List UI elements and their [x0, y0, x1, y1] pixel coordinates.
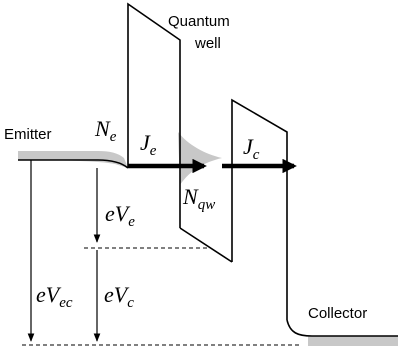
reference-lines: [22, 247, 300, 346]
quantum-well-label-line2: well: [194, 35, 221, 52]
Jc-label: Jc: [243, 134, 260, 163]
eVe-sub: e: [128, 214, 135, 230]
Je-base: J: [140, 130, 151, 155]
Ne-sub: e: [110, 129, 117, 145]
emitter-label: Emitter: [4, 126, 52, 143]
eVc-base: eV: [104, 282, 130, 307]
second-barrier: [231, 98, 288, 320]
collector-band: [286, 319, 398, 337]
energy-arrows: [27, 160, 101, 342]
eVc-label: eVc: [104, 282, 134, 311]
Jc-sub: c: [253, 147, 260, 163]
eVec-base: eV: [36, 282, 62, 307]
eVe-base: eV: [105, 201, 131, 226]
emitter-accumulation: [97, 159, 129, 169]
conduction-band: [18, 2, 398, 337]
Ne-base: N: [94, 116, 111, 141]
eVec-sub: ec: [59, 295, 73, 311]
eVc-sub: c: [127, 295, 134, 311]
eVec-label: eVec: [36, 282, 73, 311]
Nqw-label: Nqw: [182, 184, 215, 213]
Jc-base: J: [243, 134, 254, 159]
first-barrier: [127, 2, 181, 228]
eVe-label: eVe: [105, 201, 135, 230]
collector-label: Collector: [308, 305, 367, 322]
Nqw-sub: qw: [198, 197, 216, 213]
Nqw-base: N: [182, 184, 199, 209]
quantum-well-label-line1: Quantum: [168, 13, 230, 30]
Ne-label: Ne: [94, 116, 117, 145]
well-bottom: [179, 227, 233, 263]
Je-sub: e: [150, 143, 157, 159]
collector-electron-fill: [308, 336, 398, 346]
well-electron-fill: [178, 132, 222, 185]
Je-label: Je: [140, 130, 157, 159]
